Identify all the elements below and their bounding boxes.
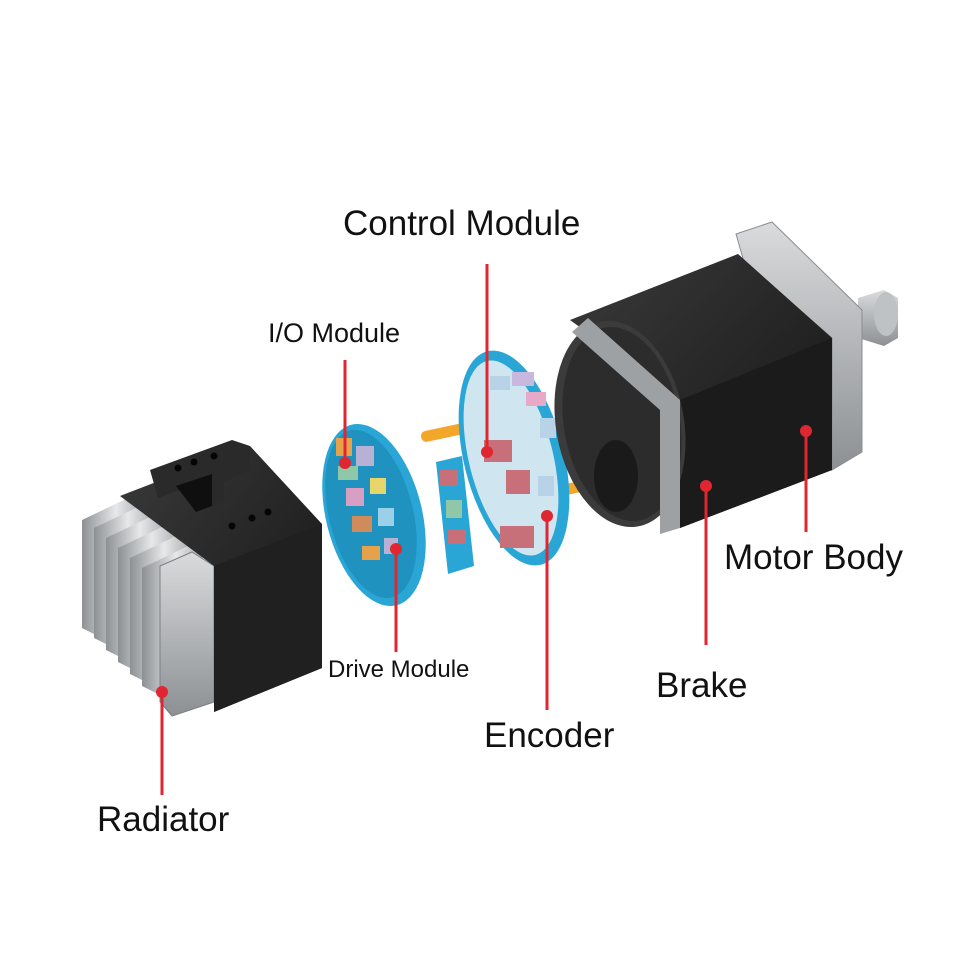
encoder-board (436, 456, 474, 574)
label-io-module: I/O Module (268, 318, 401, 348)
radiator-part (82, 440, 322, 717)
label-drive-module: Drive Module (328, 656, 470, 683)
label-motor-body: Motor Body (724, 538, 903, 577)
motor-part (554, 221, 898, 534)
io-drive-board (322, 424, 426, 606)
dot-control-module (481, 446, 493, 458)
dot-io-module (339, 457, 351, 469)
leader-lines (156, 264, 812, 795)
label-brake: Brake (656, 666, 748, 705)
label-control-module: Control Module (343, 204, 581, 243)
dot-encoder (541, 510, 553, 522)
label-encoder: Encoder (484, 716, 615, 755)
dot-brake (700, 480, 712, 492)
dot-drive-module (390, 543, 402, 555)
dot-radiator (156, 686, 168, 698)
label-radiator: Radiator (97, 800, 230, 839)
radiator-fins (82, 498, 210, 698)
dot-motor-body (800, 425, 812, 437)
